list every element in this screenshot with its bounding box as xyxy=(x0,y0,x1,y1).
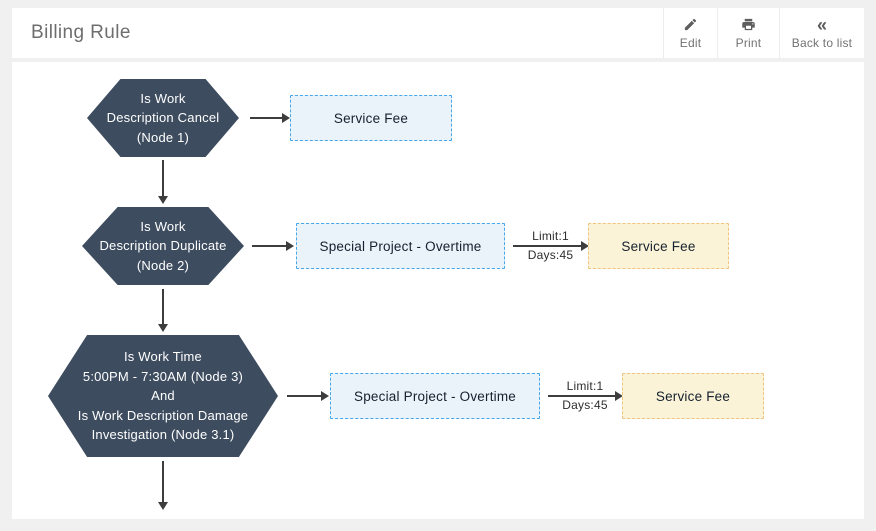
arrow-down-node3-continuation xyxy=(157,461,169,510)
condition-hexagon-node-3: Is Work Time 5:00PM - 7:30AM (Node 3) An… xyxy=(48,335,278,457)
service-fee-box-node3: Service Fee xyxy=(622,373,764,419)
days-label-node3: Days:45 xyxy=(562,398,608,412)
edge-arrow-node3 xyxy=(548,391,623,401)
print-button[interactable]: Print xyxy=(717,8,779,58)
back-to-list-button[interactable]: « Back to list xyxy=(779,8,864,58)
arrow-right-node1 xyxy=(250,113,290,123)
back-to-list-label: Back to list xyxy=(791,35,853,50)
condition-hexagon-node-2: Is Work Description Duplicate (Node 2) xyxy=(82,207,244,285)
limit-days-edge-node3: Limit:1 Days:45 xyxy=(548,373,623,419)
page-title: Billing Rule xyxy=(31,22,131,43)
double-chevron-left-icon: « xyxy=(816,14,827,35)
header-actions: Edit Print « Back to list xyxy=(663,8,864,58)
arrow-down-node1-to-node2 xyxy=(157,160,169,204)
pencil-icon xyxy=(683,17,698,33)
printer-icon xyxy=(741,17,756,33)
arrow-right-node3 xyxy=(287,391,329,401)
special-project-overtime-box-node2: Special Project - Overtime xyxy=(296,223,505,269)
edit-button-label: Edit xyxy=(679,35,702,50)
special-project-overtime-box-node3: Special Project - Overtime xyxy=(330,373,540,419)
print-button-label: Print xyxy=(735,35,762,50)
limit-days-edge-node2: Limit:1 Days:45 xyxy=(513,223,589,269)
header: Billing Rule Edit Print « Back to list xyxy=(12,8,864,58)
arrow-right-node2 xyxy=(252,241,294,251)
service-fee-box-node1: Service Fee xyxy=(290,95,452,141)
service-fee-box-node2: Service Fee xyxy=(588,223,729,269)
condition-hexagon-node-1: Is Work Description Cancel (Node 1) xyxy=(87,79,239,157)
limit-label-node3: Limit:1 xyxy=(566,379,604,393)
edit-button[interactable]: Edit xyxy=(663,8,717,58)
edge-arrow-node2 xyxy=(513,241,589,251)
arrow-down-node2-to-node3 xyxy=(157,289,169,332)
flowchart-canvas: Is Work Description Cancel (Node 1) Serv… xyxy=(12,62,864,519)
limit-label-node2: Limit:1 xyxy=(532,229,569,243)
days-label-node2: Days:45 xyxy=(527,248,574,262)
